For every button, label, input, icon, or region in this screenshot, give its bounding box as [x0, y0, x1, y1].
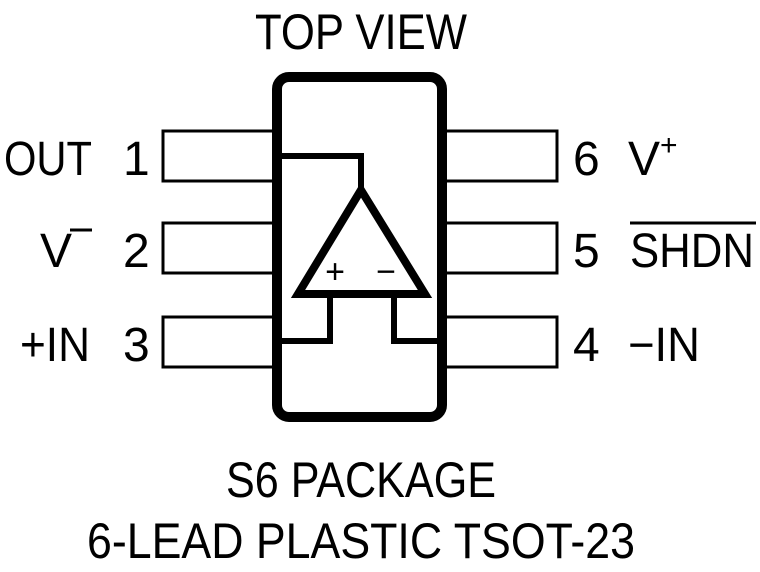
package-description: 6-LEAD PLASTIC TSOT-23: [87, 513, 635, 569]
output-wire: [280, 153, 364, 190]
pin-2-name: V: [40, 225, 72, 278]
pin-1-name: OUT: [4, 133, 92, 186]
pin-5-label: 5 SHDN: [573, 221, 756, 278]
pin-4-number: 4: [573, 319, 600, 372]
opamp-plus-sign: +: [325, 253, 345, 291]
pin-6-label: 6 V +: [573, 129, 678, 186]
pin-4-label: 4 −IN: [573, 319, 700, 372]
package-name: S6 PACKAGE: [226, 452, 496, 508]
pin-6-lead: [441, 129, 559, 183]
pin-5-number: 5: [573, 225, 600, 278]
opamp-minus-sign: −: [376, 253, 396, 291]
diagram-title: TOP VIEW: [255, 4, 468, 60]
noninverting-input-wire: [280, 297, 333, 344]
pin-3-number: 3: [123, 319, 150, 372]
pin-6-number: 6: [573, 133, 600, 186]
pin-1-label: OUT 1: [4, 133, 150, 186]
pin-6-name: V: [628, 133, 660, 186]
pin-1-lead: [161, 129, 277, 183]
pin-3-name: +IN: [20, 319, 90, 372]
pin-3-lead: [161, 315, 277, 369]
pin-4-name: −IN: [628, 319, 700, 372]
pin-6-superscript-plus: +: [660, 129, 678, 162]
pin-1-number: 1: [123, 133, 150, 186]
pin-5-name: SHDN: [630, 225, 754, 278]
inverting-input-wire: [391, 297, 440, 344]
pin-2-label: V 2: [40, 225, 150, 278]
opamp-triangle-icon: [290, 182, 433, 298]
pin-3-label: +IN 3: [20, 319, 150, 372]
pin-5-lead: [441, 221, 559, 275]
pin-2-lead: [161, 221, 277, 275]
pin-4-lead: [441, 315, 559, 369]
pin-2-number: 2: [123, 225, 150, 278]
